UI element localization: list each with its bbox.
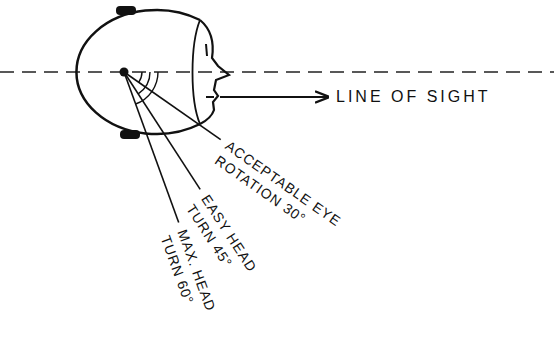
head-outline [76, 10, 200, 134]
angle-arc [138, 72, 150, 94]
sight-arrow [220, 96, 328, 98]
angle-arc [136, 72, 158, 104]
angle-arc [139, 72, 142, 82]
face-profile [200, 20, 229, 124]
face-line [193, 20, 201, 124]
mouth-line [206, 96, 214, 98]
sight-label: LINE OF SIGHT [336, 87, 491, 107]
max-turn-ray [124, 72, 179, 222]
eye-rotation-ray [124, 72, 221, 140]
reference-line [0, 71, 554, 73]
easy-turn-ray [124, 72, 200, 189]
eye-mark [206, 44, 207, 56]
